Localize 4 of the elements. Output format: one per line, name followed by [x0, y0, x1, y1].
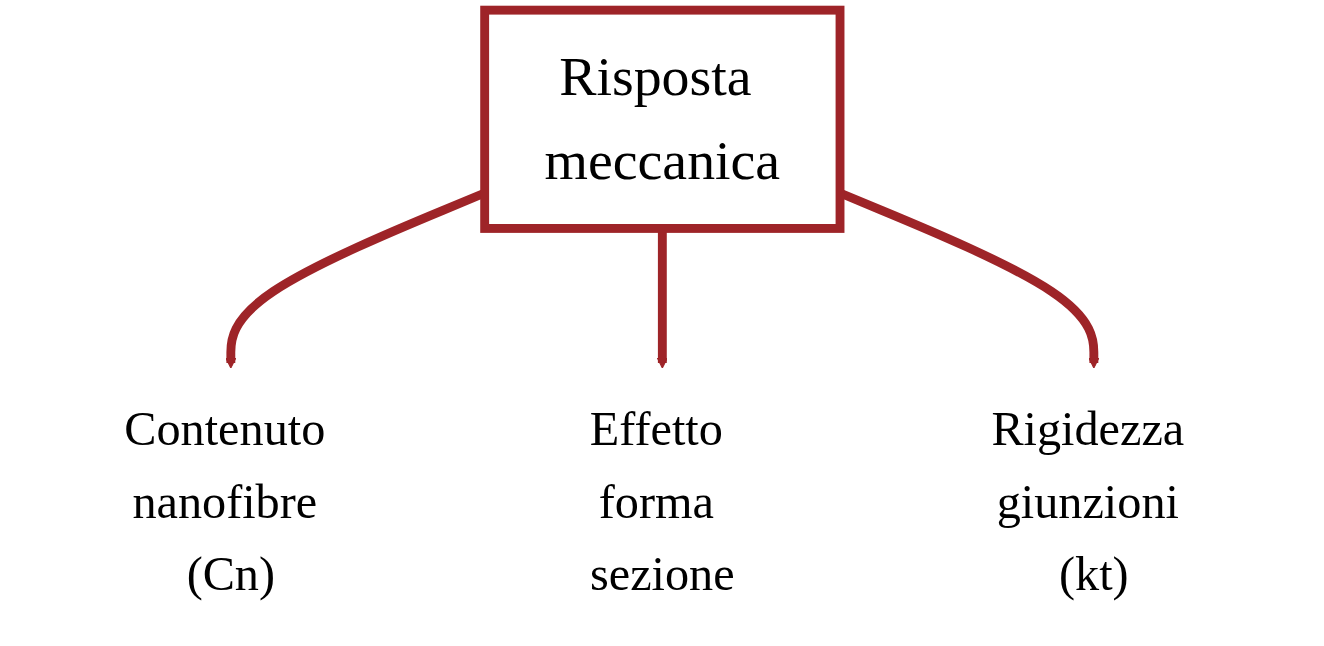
node-box: Risposta meccanica	[479, 5, 845, 233]
node-text: Contenuto nanofibre (Cn)	[123, 402, 325, 601]
node-text: Effetto forma sezione	[589, 402, 735, 601]
node-text: Rigidezza giunzioni (kt)	[991, 402, 1184, 601]
